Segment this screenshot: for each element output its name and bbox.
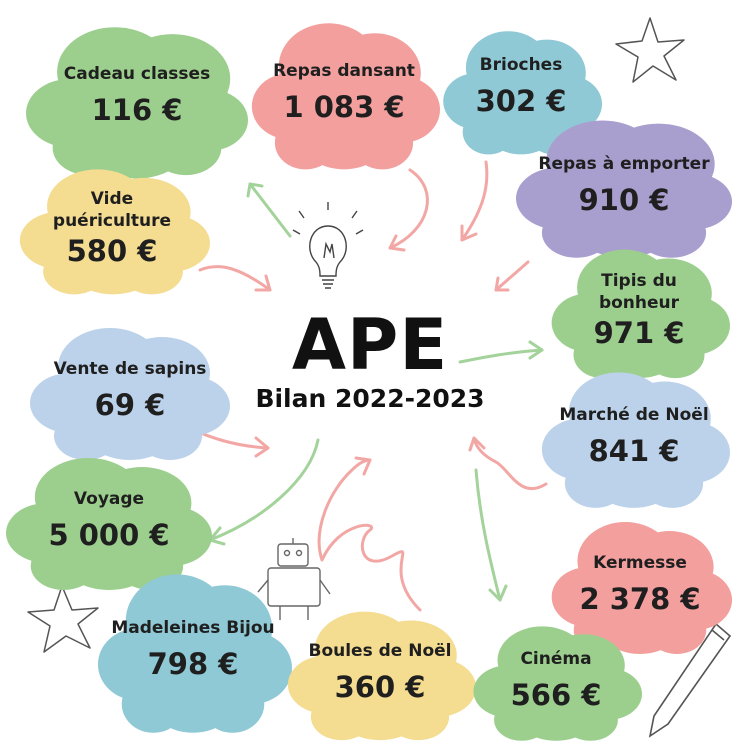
cloud-shape bbox=[443, 31, 602, 155]
cloud-amount: 798 € bbox=[147, 647, 239, 681]
pencil-icon bbox=[648, 622, 732, 738]
cloud-marche-de-noel: Marché de Noël 841 € bbox=[538, 360, 730, 514]
cloud-amount: 302 € bbox=[475, 84, 567, 118]
page-title: APE bbox=[291, 304, 449, 386]
cloud-label: Kermesse bbox=[593, 553, 687, 573]
page-subtitle: Bilan 2022-2023 bbox=[255, 384, 485, 413]
cloud-shape bbox=[97, 574, 292, 733]
cloud-amount: 1 083 € bbox=[283, 90, 405, 124]
cloud-repas-a-emporter: Repas à emporter 910 € bbox=[516, 108, 732, 264]
cloud-vide-puericulture: Vide puériculture 580 € bbox=[16, 158, 210, 300]
cloud-madeleines-bijou: Madeleines Bijou 798 € bbox=[94, 560, 292, 740]
cloud-label: Vente de sapins bbox=[53, 359, 207, 379]
cloud-amount: 69 € bbox=[94, 388, 166, 422]
cloud-brioches: Brioches 302 € bbox=[440, 20, 602, 160]
cloud-label: Vide puériculture bbox=[52, 189, 172, 231]
cloud-shape bbox=[551, 249, 730, 379]
cloud-amount: 841 € bbox=[588, 434, 680, 468]
cloud-amount: 5 000 € bbox=[48, 518, 170, 552]
center-heading: APE Bilan 2022-2023 bbox=[235, 305, 505, 413]
cloud-cadeau-classes: Cadeau classes 116 € bbox=[26, 10, 248, 182]
arrows bbox=[178, 160, 548, 612]
cloud-label: Brioches bbox=[479, 55, 563, 75]
star-icon bbox=[27, 585, 99, 653]
star-icon bbox=[615, 17, 685, 83]
cloud-vente-de-sapins: Vente de sapins 69 € bbox=[30, 316, 230, 466]
lightbulb-icon bbox=[292, 202, 364, 289]
cloud-label: Cinéma bbox=[520, 649, 592, 669]
cloud-shape bbox=[473, 626, 642, 741]
cloud-shape bbox=[541, 372, 730, 508]
cloud-label: Cadeau classes bbox=[63, 64, 211, 84]
cloud-amount: 910 € bbox=[578, 183, 670, 217]
cloud-tipis-du-bonheur: Tipis du bonheur 971 € bbox=[548, 238, 730, 384]
cloud-amount: 360 € bbox=[334, 670, 426, 704]
cloud-shape bbox=[19, 169, 210, 295]
cloud-label: Marché de Noël bbox=[559, 405, 709, 425]
cloud-shape bbox=[6, 458, 212, 590]
cloud-shape bbox=[26, 27, 248, 179]
cloud-amount: 971 € bbox=[593, 316, 685, 350]
cloud-label: Repas dansant bbox=[273, 61, 415, 81]
cloud-cinema: Cinéma 566 € bbox=[470, 616, 642, 746]
cloud-amount: 566 € bbox=[510, 678, 602, 712]
cloud-shape bbox=[287, 611, 476, 741]
robot-icon bbox=[257, 538, 331, 620]
cloud-shape bbox=[516, 120, 732, 258]
cloud-boules-de-noel: Boules de Noël 360 € bbox=[284, 600, 476, 746]
cloud-label: Voyage bbox=[73, 489, 145, 509]
cloud-shape bbox=[30, 328, 230, 460]
cloud-label: Madeleines Bijou bbox=[111, 618, 275, 638]
cloud-amount: 116 € bbox=[91, 93, 183, 127]
cloud-shape bbox=[251, 23, 440, 170]
cloud-amount: 580 € bbox=[66, 234, 158, 268]
cloud-label: Tipis du bonheur bbox=[598, 271, 680, 313]
cloud-label: Repas à emporter bbox=[538, 154, 710, 174]
cloud-repas-dansant: Repas dansant 1 083 € bbox=[248, 10, 440, 176]
cloud-label: Boules de Noël bbox=[308, 641, 452, 661]
cloud-voyage: Voyage 5 000 € bbox=[6, 446, 212, 596]
cloud-amount: 2 378 € bbox=[579, 582, 701, 616]
